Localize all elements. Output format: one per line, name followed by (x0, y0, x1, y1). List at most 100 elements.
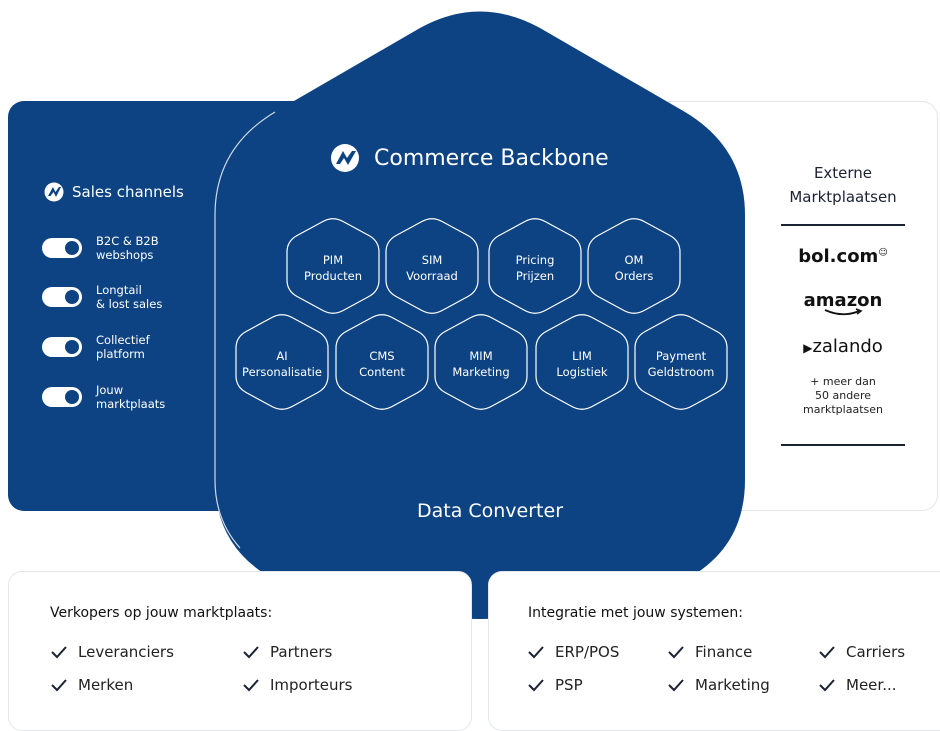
module-title: Payment (656, 349, 707, 363)
check-icon (51, 646, 67, 659)
module-title: PIM (323, 253, 343, 267)
sellers-title: Verkopers op jouw marktplaats: (50, 605, 273, 621)
backbone-title: Commerce Backbone (330, 143, 609, 173)
module-hex-outline (286, 218, 380, 314)
module-hex-outline (488, 218, 582, 314)
system-item-label: Meer... (846, 676, 897, 694)
channel-item[interactable]: B2C & B2B webshops (42, 234, 159, 262)
module-hex-outline (235, 314, 329, 410)
module-subtitle: Voorraad (406, 269, 458, 283)
module-hex-outline (385, 218, 479, 314)
system-item: Marketing (667, 676, 770, 694)
toggle-switch[interactable] (42, 287, 82, 307)
check-icon (819, 646, 835, 659)
module-subtitle: Prijzen (516, 269, 554, 283)
seller-item-label: Partners (270, 643, 333, 661)
more-marketplaces-text: + meer dan 50 andere marktplaatsen (803, 375, 883, 416)
module-subtitle: Personalisatie (242, 365, 322, 379)
seller-item: Partners (242, 643, 332, 661)
system-item-label: ERP/POS (555, 643, 620, 661)
bol-logo: bol.com☺ (798, 246, 888, 267)
toggle-switch[interactable] (42, 238, 82, 258)
backbone-hex-outline (214, 111, 276, 549)
seller-item: Importeurs (242, 676, 353, 694)
system-item: ERP/POS (527, 643, 619, 661)
channel-item[interactable]: Jouw marktplaats (42, 383, 165, 411)
check-icon (51, 679, 67, 692)
module-hex-outline (335, 314, 429, 410)
module-ai: AI Personalisatie (235, 314, 329, 410)
systems-title: Integratie met jouw systemen: (528, 605, 744, 621)
check-icon (528, 646, 544, 659)
module-title: AI (276, 349, 287, 363)
sales-logo-icon (44, 182, 64, 202)
module-title: Pricing (516, 253, 555, 267)
module-title: SIM (422, 253, 443, 267)
module-hex-outline (535, 314, 629, 410)
marketplaces-divider-bottom (781, 444, 905, 446)
module-title: CMS (369, 349, 394, 363)
systems-card (488, 571, 940, 731)
module-hex-outline (434, 314, 528, 410)
module-subtitle: Producten (304, 269, 362, 283)
modules-group: PIMProductenSIMVoorraadPricingPrijzenOMO… (235, 218, 728, 410)
system-item: Meer... (818, 676, 897, 694)
check-icon (528, 679, 544, 692)
module-subtitle: Marketing (452, 365, 509, 379)
module-hex-outline (587, 218, 681, 314)
module-lim: LIM Logistiek (535, 314, 629, 410)
module-subtitle: Content (359, 365, 405, 379)
data-converter-label: Data Converter (416, 500, 564, 522)
marketplaces-title: Externe Marktplaatsen (789, 164, 897, 206)
toggle-switch[interactable] (42, 337, 82, 357)
zalando-logo: ▶zalando (781, 336, 905, 357)
system-item: Carriers (818, 643, 905, 661)
seller-item-label: Importeurs (270, 676, 353, 694)
channel-label: Longtail & lost sales (96, 283, 163, 311)
module-om: OM Orders (587, 218, 681, 314)
system-item-label: Carriers (846, 643, 906, 661)
backbone-logo-icon (331, 144, 359, 172)
seller-item: Leveranciers (50, 643, 174, 661)
channel-label: Collectief platform (96, 333, 150, 361)
system-item-label: Finance (695, 643, 753, 661)
backbone-title-text: Commerce Backbone (374, 145, 609, 171)
module-sim: SIM Voorraad (385, 218, 479, 314)
channel-item[interactable]: Collectief platform (42, 333, 150, 361)
sellers-card (8, 571, 472, 731)
check-icon (819, 679, 835, 692)
system-item-label: Marketing (695, 676, 770, 694)
check-icon (668, 679, 684, 692)
system-item: PSP (527, 676, 583, 694)
channel-item[interactable]: Longtail & lost sales (42, 283, 162, 311)
amazon-logo-text: amazon (803, 290, 883, 311)
zalando-play-icon: ▶ (803, 341, 813, 355)
module-subtitle: Orders (615, 269, 654, 283)
module-title: OM (625, 253, 644, 267)
system-item-label: PSP (555, 676, 583, 694)
bol-logo-text: bol.com (798, 246, 879, 267)
module-hex-outline (634, 314, 728, 410)
check-icon (668, 646, 684, 659)
system-item: Finance (667, 643, 752, 661)
channel-label: Jouw marktplaats (96, 383, 166, 411)
seller-item: Merken (50, 676, 133, 694)
seller-item-label: Merken (78, 676, 134, 694)
channel-label: B2C & B2B webshops (96, 234, 159, 262)
sales-channels-title: Sales channels (44, 182, 184, 202)
module-subtitle: Geldstroom (648, 365, 715, 379)
amazon-logo: amazon (781, 290, 905, 316)
check-icon (243, 646, 259, 659)
module-title: LIM (572, 349, 592, 363)
module-pim: PIM Producten (286, 218, 380, 314)
amazon-smile-icon (824, 308, 863, 316)
check-icon (243, 679, 259, 692)
module-subtitle: Logistiek (556, 365, 608, 379)
toggle-switch[interactable] (42, 387, 82, 407)
sales-channels-title-text: Sales channels (72, 183, 184, 201)
seller-item-label: Leveranciers (78, 643, 174, 661)
marketplaces-divider-top (781, 224, 905, 226)
